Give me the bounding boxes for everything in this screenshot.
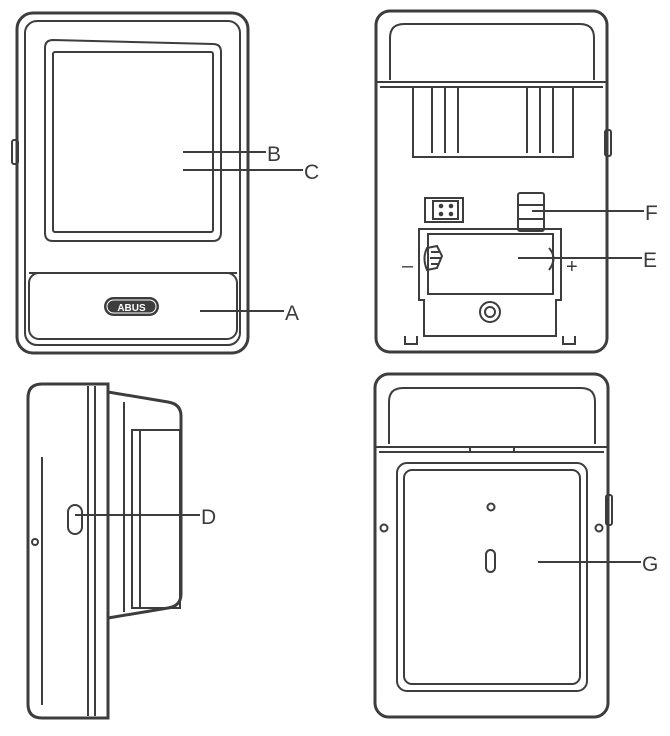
abus-logo: ABUS (104, 297, 159, 316)
front-view: ABUS B C A (11, 11, 319, 355)
label-e: E (643, 249, 657, 272)
label-c: C (304, 161, 319, 184)
battery-plus-sign: + (566, 256, 578, 278)
label-a: A (285, 302, 299, 325)
battery-compartment (404, 228, 576, 345)
back-view: – + F E (374, 9, 658, 354)
label-b: B (267, 143, 281, 166)
battery-minus-sign: – (402, 255, 414, 277)
base-view: G (373, 372, 658, 719)
abus-logo-text: ABUS (117, 303, 146, 314)
label-f: F (645, 202, 658, 225)
dip-switch (424, 197, 464, 223)
side-view: D (26, 382, 216, 720)
label-g: G (642, 553, 658, 576)
label-d: D (201, 506, 216, 529)
